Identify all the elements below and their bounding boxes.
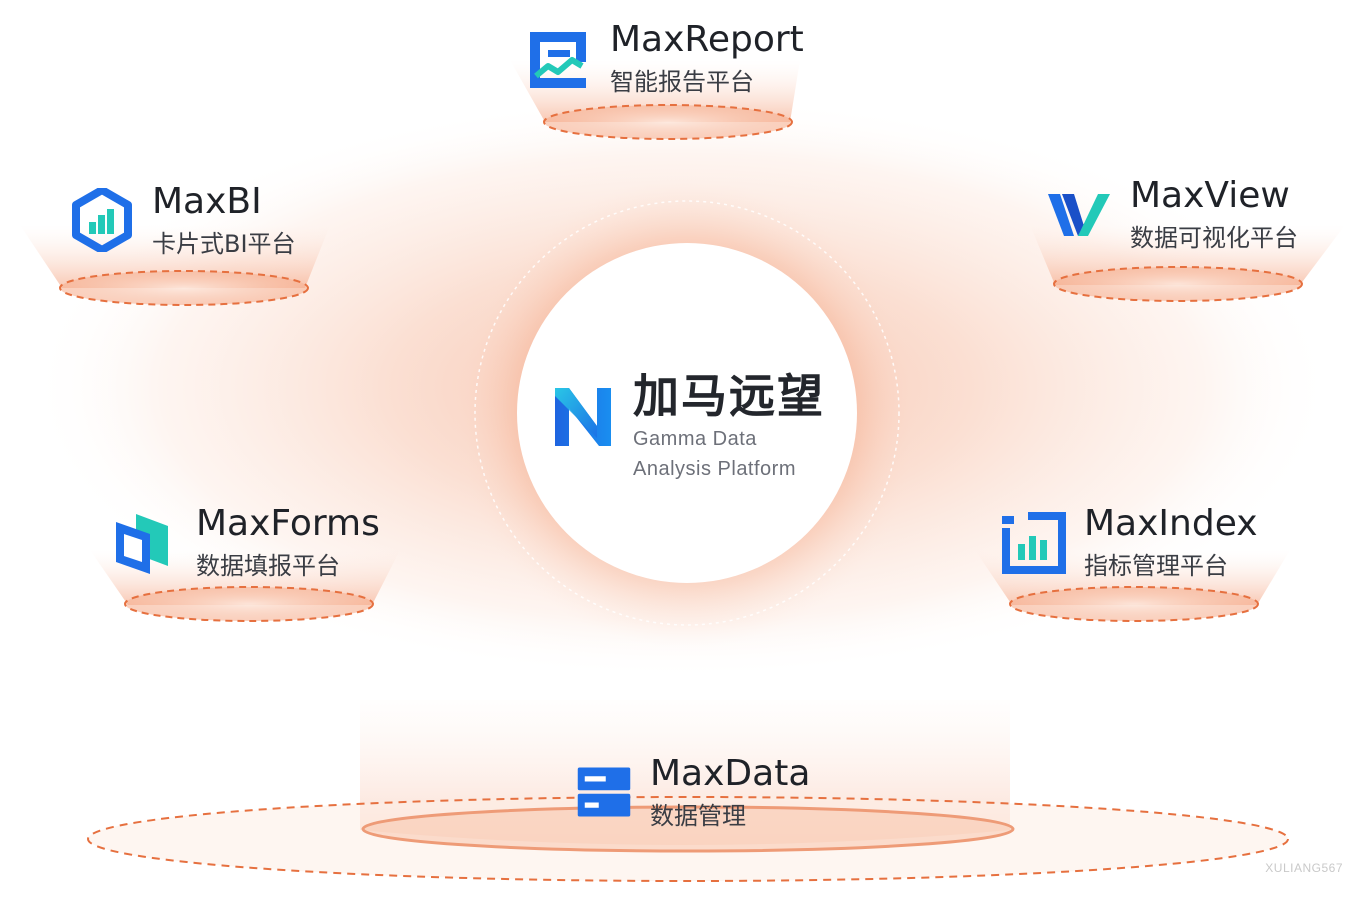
v-logo-icon [1048,194,1110,236]
node-maxreport-name: MaxReport [610,19,804,60]
node-maxforms-name: MaxForms [196,503,380,544]
report-chart-icon [530,32,586,88]
gamma-logo-icon [555,388,611,446]
node-maxdata[interactable]: MaxData 数据管理 [576,752,810,832]
node-maxview-desc: 数据可视化平台 [1130,224,1298,252]
node-maxindex[interactable]: MaxIndex 指标管理平台 [1002,502,1258,582]
node-maxview[interactable]: MaxView 数据可视化平台 [1048,174,1298,254]
center-brand-logo: 加马远望 Gamma Data Analysis Platform [553,368,825,484]
node-maxforms-desc: 数据填报平台 [196,552,340,580]
database-icon [577,767,631,817]
node-maxreport[interactable]: MaxReport 智能报告平台 [528,18,804,98]
node-maxbi[interactable]: MaxBI 卡片式BI平台 [70,180,296,260]
watermark-text: XULIANG567 [1265,861,1343,875]
hexagon-bar-chart-icon [72,188,132,252]
center-subtitle-line2: Analysis Platform [633,458,796,480]
node-maxdata-desc: 数据管理 [650,802,746,830]
center-subtitle-line1: Gamma Data [633,428,757,450]
node-maxbi-desc: 卡片式BI平台 [152,230,296,258]
node-maxindex-name: MaxIndex [1084,503,1258,544]
node-maxreport-desc: 智能报告平台 [610,68,754,96]
node-maxforms[interactable]: MaxForms 数据填报平台 [114,502,380,582]
node-maxindex-desc: 指标管理平台 [1084,552,1228,580]
node-maxbi-name: MaxBI [152,181,262,222]
index-bar-chart-icon [1002,512,1066,574]
center-title: 加马远望 [633,369,825,423]
stacked-forms-icon [116,514,168,574]
node-maxview-name: MaxView [1130,175,1290,216]
node-maxdata-name: MaxData [650,753,811,794]
